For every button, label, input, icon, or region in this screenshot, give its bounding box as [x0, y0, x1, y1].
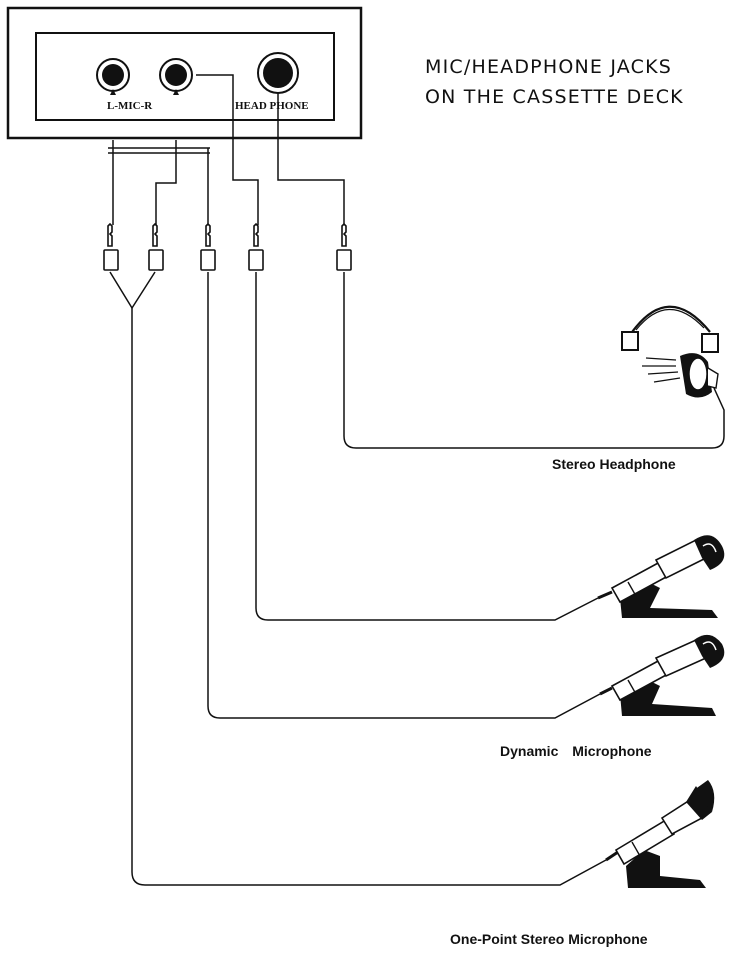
cassette-deck-panel: [6, 6, 363, 140]
stereo-headphone-caption: Stereo Headphone: [552, 456, 676, 472]
cable-headphone-jack-to-plug: [277, 93, 345, 225]
mic-r-jack: [159, 58, 193, 95]
dynamic-mic-upper-icon: [597, 535, 725, 618]
cable-dynamic-mic-upper: [255, 272, 599, 621]
dynamic-microphone-caption: Dynamic Microphone: [500, 743, 652, 759]
plug-headphone: [336, 222, 352, 271]
plug-stereo-r: [148, 222, 164, 271]
plug-stereo-l: [103, 222, 119, 271]
plug-dynamic-lower: [200, 222, 216, 271]
cable-r-to-dynamic-plug: [196, 74, 259, 225]
deck-outer-frame: [6, 6, 363, 140]
cable-r-jack: [155, 140, 177, 225]
mic-jack-label: L-MIC-R: [107, 100, 153, 112]
deck-inner-panel: [35, 32, 335, 121]
headphone-jack: [257, 52, 299, 94]
cable-headphone: [343, 272, 725, 449]
diagram-title-line-2: ON THE CASSETTE DECK: [425, 86, 684, 108]
plug-dynamic-upper: [248, 222, 264, 271]
one-point-stereo-microphone-caption: One-Point Stereo Microphone: [450, 931, 648, 947]
dynamic-mic-lower-icon: [599, 634, 725, 716]
stereo-y-join: [109, 271, 156, 310]
headphone-icon: [621, 305, 719, 398]
cable-dynamic-mic-lower: [207, 272, 601, 719]
stereo-mic-icon: [605, 780, 715, 888]
mic-l-jack: [96, 58, 130, 95]
diagram-title-line-1: MIC/HEADPHONE JACKS: [425, 56, 673, 78]
headphone-jack-label: HEAD PHONE: [235, 100, 309, 112]
cable-stereo-mic: [131, 308, 607, 886]
cables: [108, 74, 725, 886]
